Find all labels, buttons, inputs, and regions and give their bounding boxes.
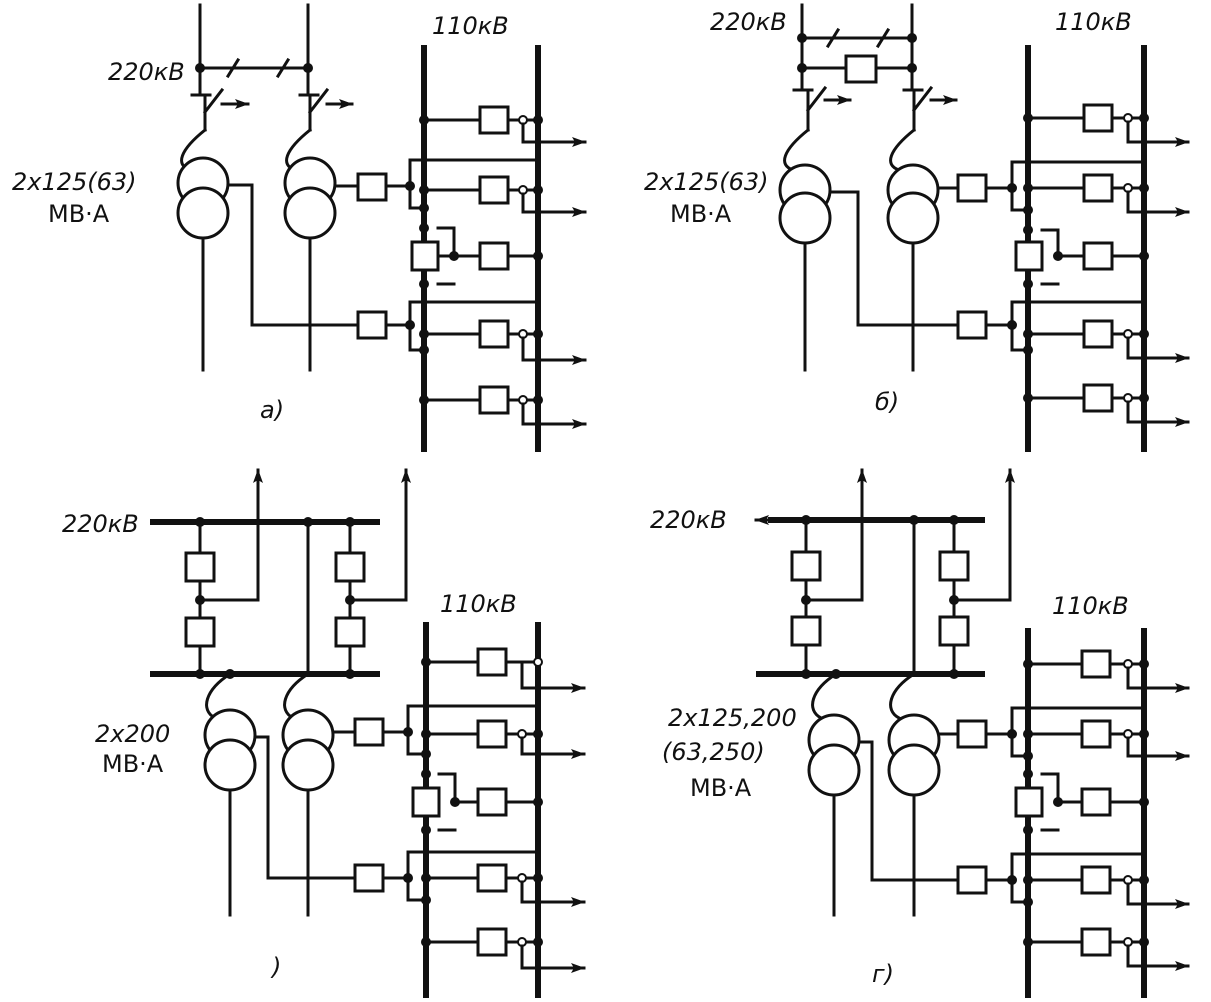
panel-b-feeder-2 xyxy=(1023,173,1190,217)
panel-b-transformer-rating: 2x125(63) xyxy=(644,168,769,196)
panel-b-hv-section xyxy=(792,3,958,132)
panel-g-transformer-unit: МВ·А xyxy=(690,774,752,802)
panel-v-transformer-1 xyxy=(203,671,357,917)
panel-b-caption: б) xyxy=(875,388,899,416)
panel-a-feeder-4 xyxy=(419,385,587,429)
panel-a-transformer-rating: 2x125(63) xyxy=(12,168,137,196)
panel-v-caption: ) xyxy=(270,953,281,981)
panel-a-transformer-2 xyxy=(283,127,360,372)
bridge-breaker xyxy=(844,54,878,84)
panel-b-feeder-1 xyxy=(1023,103,1190,147)
sectional-breaker xyxy=(410,240,440,272)
panel-g-mv-label: 110кВ xyxy=(1052,592,1129,620)
panel-a-feeder-1 xyxy=(419,105,587,147)
panel-a: 220кВ 110кВ 2x125(63) МВ·А а) xyxy=(12,3,587,452)
panel-a-hv-label: 220кВ xyxy=(108,58,185,86)
panel-g-transformer-rating-alt: (63,250) xyxy=(662,738,765,766)
breaker xyxy=(356,172,388,202)
panel-g-mv-section xyxy=(956,628,1190,998)
panel-v-transformer-rating: 2x200 xyxy=(95,720,170,748)
panel-b-mv-section xyxy=(956,45,1190,452)
panel-v-mv-section xyxy=(353,622,586,998)
panel-v-mv-label: 110кВ xyxy=(440,590,517,618)
panel-a-caption: а) xyxy=(260,396,284,424)
panel-a-feeder-2 xyxy=(419,175,587,217)
panel-v-feeder-1 xyxy=(421,647,586,693)
panel-v-feeder-4 xyxy=(421,927,586,973)
breaker xyxy=(356,310,388,340)
panel-g-feeder-4 xyxy=(1023,927,1190,971)
panel-a-transformer-unit: МВ·А xyxy=(48,200,110,228)
panel-a-mv-section xyxy=(356,45,587,452)
panel-b-feeder-3 xyxy=(1023,319,1190,363)
panel-v-transformer-2 xyxy=(281,671,357,917)
panel-g-feeder-1 xyxy=(1023,649,1190,693)
panel-a-transformer-1 xyxy=(176,127,360,372)
panel-v-transformer-unit: МВ·А xyxy=(102,750,164,778)
panel-b-transformer-unit: МВ·А xyxy=(670,200,732,228)
panel-b-hv-label: 220кВ xyxy=(710,8,787,36)
panel-v-feeder-3 xyxy=(421,863,586,907)
panel-v-hv-label: 220кВ xyxy=(62,510,139,538)
panel-g-transformer-1 xyxy=(807,671,960,917)
panel-v-hv-section xyxy=(150,468,411,679)
panel-g-feeder-3 xyxy=(1023,865,1190,909)
panel-g-feeder-2 xyxy=(1023,719,1190,761)
panel-g-hv-section xyxy=(754,468,1015,679)
panel-v-feeder-2 xyxy=(421,719,586,759)
panel-g: 220кВ 110кВ 2x125,200 (63,250) МВ·А г) xyxy=(650,468,1190,998)
panel-a-mv-label: 110кВ xyxy=(432,12,509,40)
bypass-breaker xyxy=(478,241,510,271)
panel-b: 220кВ 110кВ 2x125(63) МВ·А б) xyxy=(644,3,1190,452)
panel-b-feeder-4 xyxy=(1023,383,1190,427)
panel-a-feeder-3 xyxy=(419,319,587,365)
panel-b-mv-label: 110кВ xyxy=(1055,8,1132,36)
panel-g-transformer-2 xyxy=(887,671,960,917)
panel-g-hv-label: 220кВ xyxy=(650,506,727,534)
panel-g-transformer-rating: 2x125,200 xyxy=(668,704,797,732)
panel-a-hv-section xyxy=(190,3,354,132)
panel-b-transformer-1 xyxy=(778,127,960,372)
panel-g-caption: г) xyxy=(872,960,894,988)
panel-v: 220кВ 110кВ 2x200 МВ·А ) xyxy=(62,468,586,998)
panel-b-transformer-2 xyxy=(886,127,960,372)
